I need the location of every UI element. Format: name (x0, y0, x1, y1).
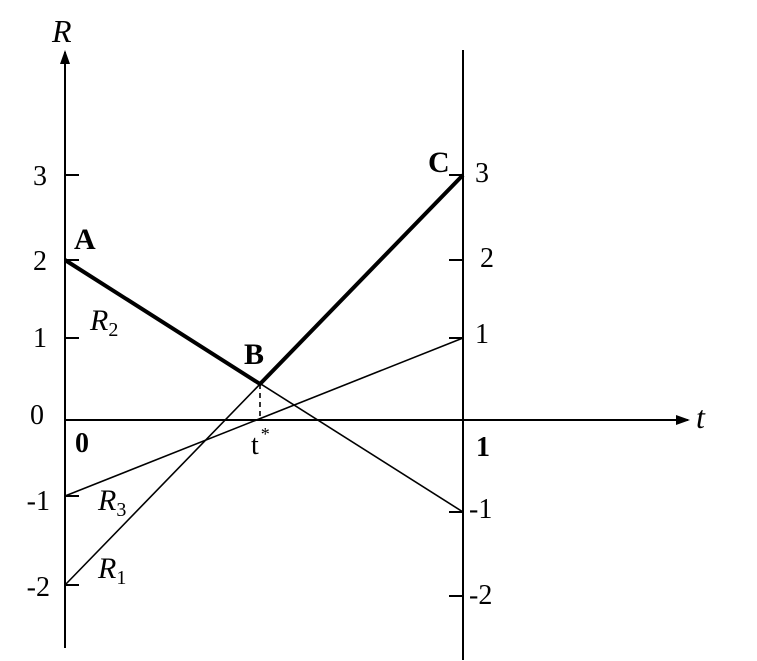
point-a-label: A (74, 223, 96, 256)
line-r1-label: R1 (97, 552, 126, 589)
t-star-label: t* (251, 424, 270, 461)
right-tick-label: -2 (469, 580, 492, 611)
right-tick-label: -1 (469, 494, 492, 525)
right-tick-label: 1 (475, 319, 489, 350)
line-r3 (64, 337, 464, 497)
right-origin-label: 1 (476, 432, 490, 463)
right-ticks (449, 174, 463, 597)
left-tick-label: -1 (27, 486, 50, 517)
right-tick-labels: 3 2 1 -1 -2 (469, 158, 494, 611)
left-tick-label: -2 (27, 572, 50, 603)
point-b-label: B (244, 338, 264, 371)
left-tick-labels: 3 2 1 0 -1 -2 (27, 161, 50, 603)
left-tick-label: 2 (33, 246, 47, 277)
line-r2-label: R2 (89, 304, 118, 341)
right-tick-label: 2 (480, 243, 494, 274)
origin-label: 0 (75, 428, 89, 459)
y-axis-label: R (51, 13, 72, 49)
right-tick-label: 3 (475, 158, 489, 189)
left-tick-label: 3 (33, 161, 47, 192)
x-axis-label: t (696, 399, 706, 435)
left-tick-label: 1 (33, 323, 47, 354)
point-c-label: C (428, 146, 450, 179)
line-r3-label: R3 (97, 484, 126, 521)
left-tick-label: 0 (30, 400, 44, 431)
